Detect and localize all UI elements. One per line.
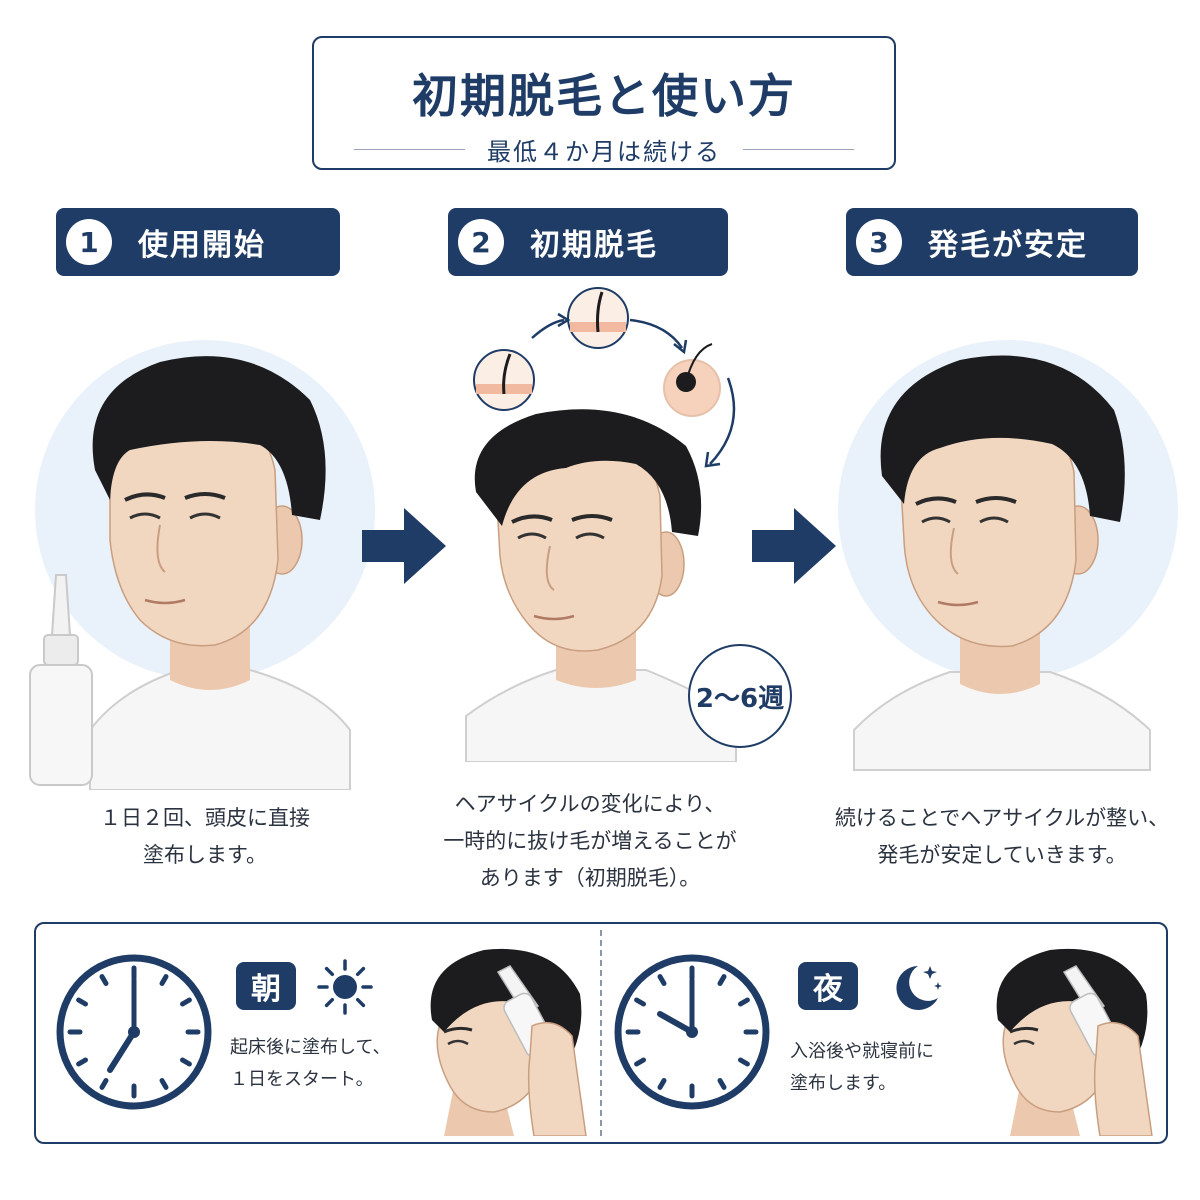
step-3-caption-line: 発毛が安定していきます。 bbox=[877, 843, 1127, 867]
step-2-number: 2 bbox=[458, 219, 504, 265]
step-1-label: 1 使用開始 bbox=[56, 208, 340, 276]
night-instructions: 入浴後や就寝前に 塗布します。 bbox=[790, 1036, 934, 1100]
figure-man-shedding bbox=[465, 287, 737, 762]
hair-follicle-icon bbox=[473, 349, 535, 411]
arrow-right-icon bbox=[362, 508, 446, 584]
hair-follicle-icon bbox=[567, 287, 629, 349]
sun-icon bbox=[317, 959, 373, 1015]
morning-instruction-line: 起床後に塗布して、 bbox=[230, 1037, 391, 1058]
page-subtitle: 最低４か月は続ける bbox=[487, 137, 721, 166]
duration-badge-text: 2〜6週 bbox=[695, 683, 785, 714]
figure-man-stable bbox=[838, 340, 1178, 771]
man-applying-night bbox=[996, 948, 1153, 1136]
figure-man-start bbox=[29, 340, 375, 790]
step-2-caption-line: あります（初期脱毛）。 bbox=[479, 866, 701, 890]
step-3-caption-line: 続けることでヘアサイクルが整い、 bbox=[834, 806, 1170, 830]
title-card: 初期脱毛と使い方 最低４か月は続ける bbox=[312, 36, 896, 170]
morning-instruction-line: １日をスタート。 bbox=[230, 1069, 374, 1090]
step-3-title: 発毛が安定 bbox=[928, 228, 1088, 263]
night-instruction-line: 塗布します。 bbox=[790, 1073, 897, 1094]
step-1-caption: １日２回、頭皮に直接 塗布します。 bbox=[60, 800, 350, 874]
step-2-caption: ヘアサイクルの変化により、 一時的に抜け毛が増えることが あります（初期脱毛）。 bbox=[420, 786, 760, 897]
step-1-caption-line: １日２回、頭皮に直接 bbox=[100, 806, 310, 830]
step-2-label: 2 初期脱毛 bbox=[448, 208, 728, 276]
moon-stars-icon bbox=[896, 966, 942, 1010]
page-title: 初期脱毛と使い方 bbox=[412, 69, 796, 123]
step-1-number: 1 bbox=[66, 219, 112, 265]
step-3-caption: 続けることでヘアサイクルが整い、 発毛が安定していきます。 bbox=[812, 800, 1192, 874]
morning-instructions: 起床後に塗布して、 １日をスタート。 bbox=[230, 1032, 391, 1096]
duration-badge: 2〜6週 bbox=[688, 644, 792, 748]
step-3-label: 3 発毛が安定 bbox=[846, 208, 1138, 276]
clock-morning-icon bbox=[56, 954, 212, 1110]
subtitle-row: 最低４か月は続ける bbox=[354, 134, 854, 166]
step-2-title: 初期脱毛 bbox=[530, 228, 658, 263]
subtitle-rule-left bbox=[354, 148, 465, 150]
hair-cycle-diagram bbox=[473, 287, 736, 468]
step-1-title: 使用開始 bbox=[138, 228, 266, 263]
step-2-caption-line: 一時的に抜け毛が増えることが bbox=[443, 829, 737, 853]
step-3-number: 3 bbox=[856, 219, 902, 265]
step-1-caption-line: 塗布します。 bbox=[143, 843, 267, 867]
lotion-bottle-icon bbox=[29, 574, 93, 786]
hair-follicle-shedding-icon bbox=[663, 343, 721, 417]
step-2-caption-line: ヘアサイクルの変化により、 bbox=[454, 792, 726, 816]
morning-tag: 朝 bbox=[236, 962, 296, 1010]
night-tag: 夜 bbox=[798, 962, 858, 1010]
arrow-right-icon bbox=[752, 508, 836, 584]
panel-divider bbox=[600, 930, 602, 1136]
night-instruction-line: 入浴後や就寝前に bbox=[790, 1041, 934, 1062]
clock-night-icon bbox=[614, 954, 770, 1110]
man-applying-morning bbox=[430, 948, 587, 1136]
subtitle-rule-right bbox=[743, 148, 854, 150]
